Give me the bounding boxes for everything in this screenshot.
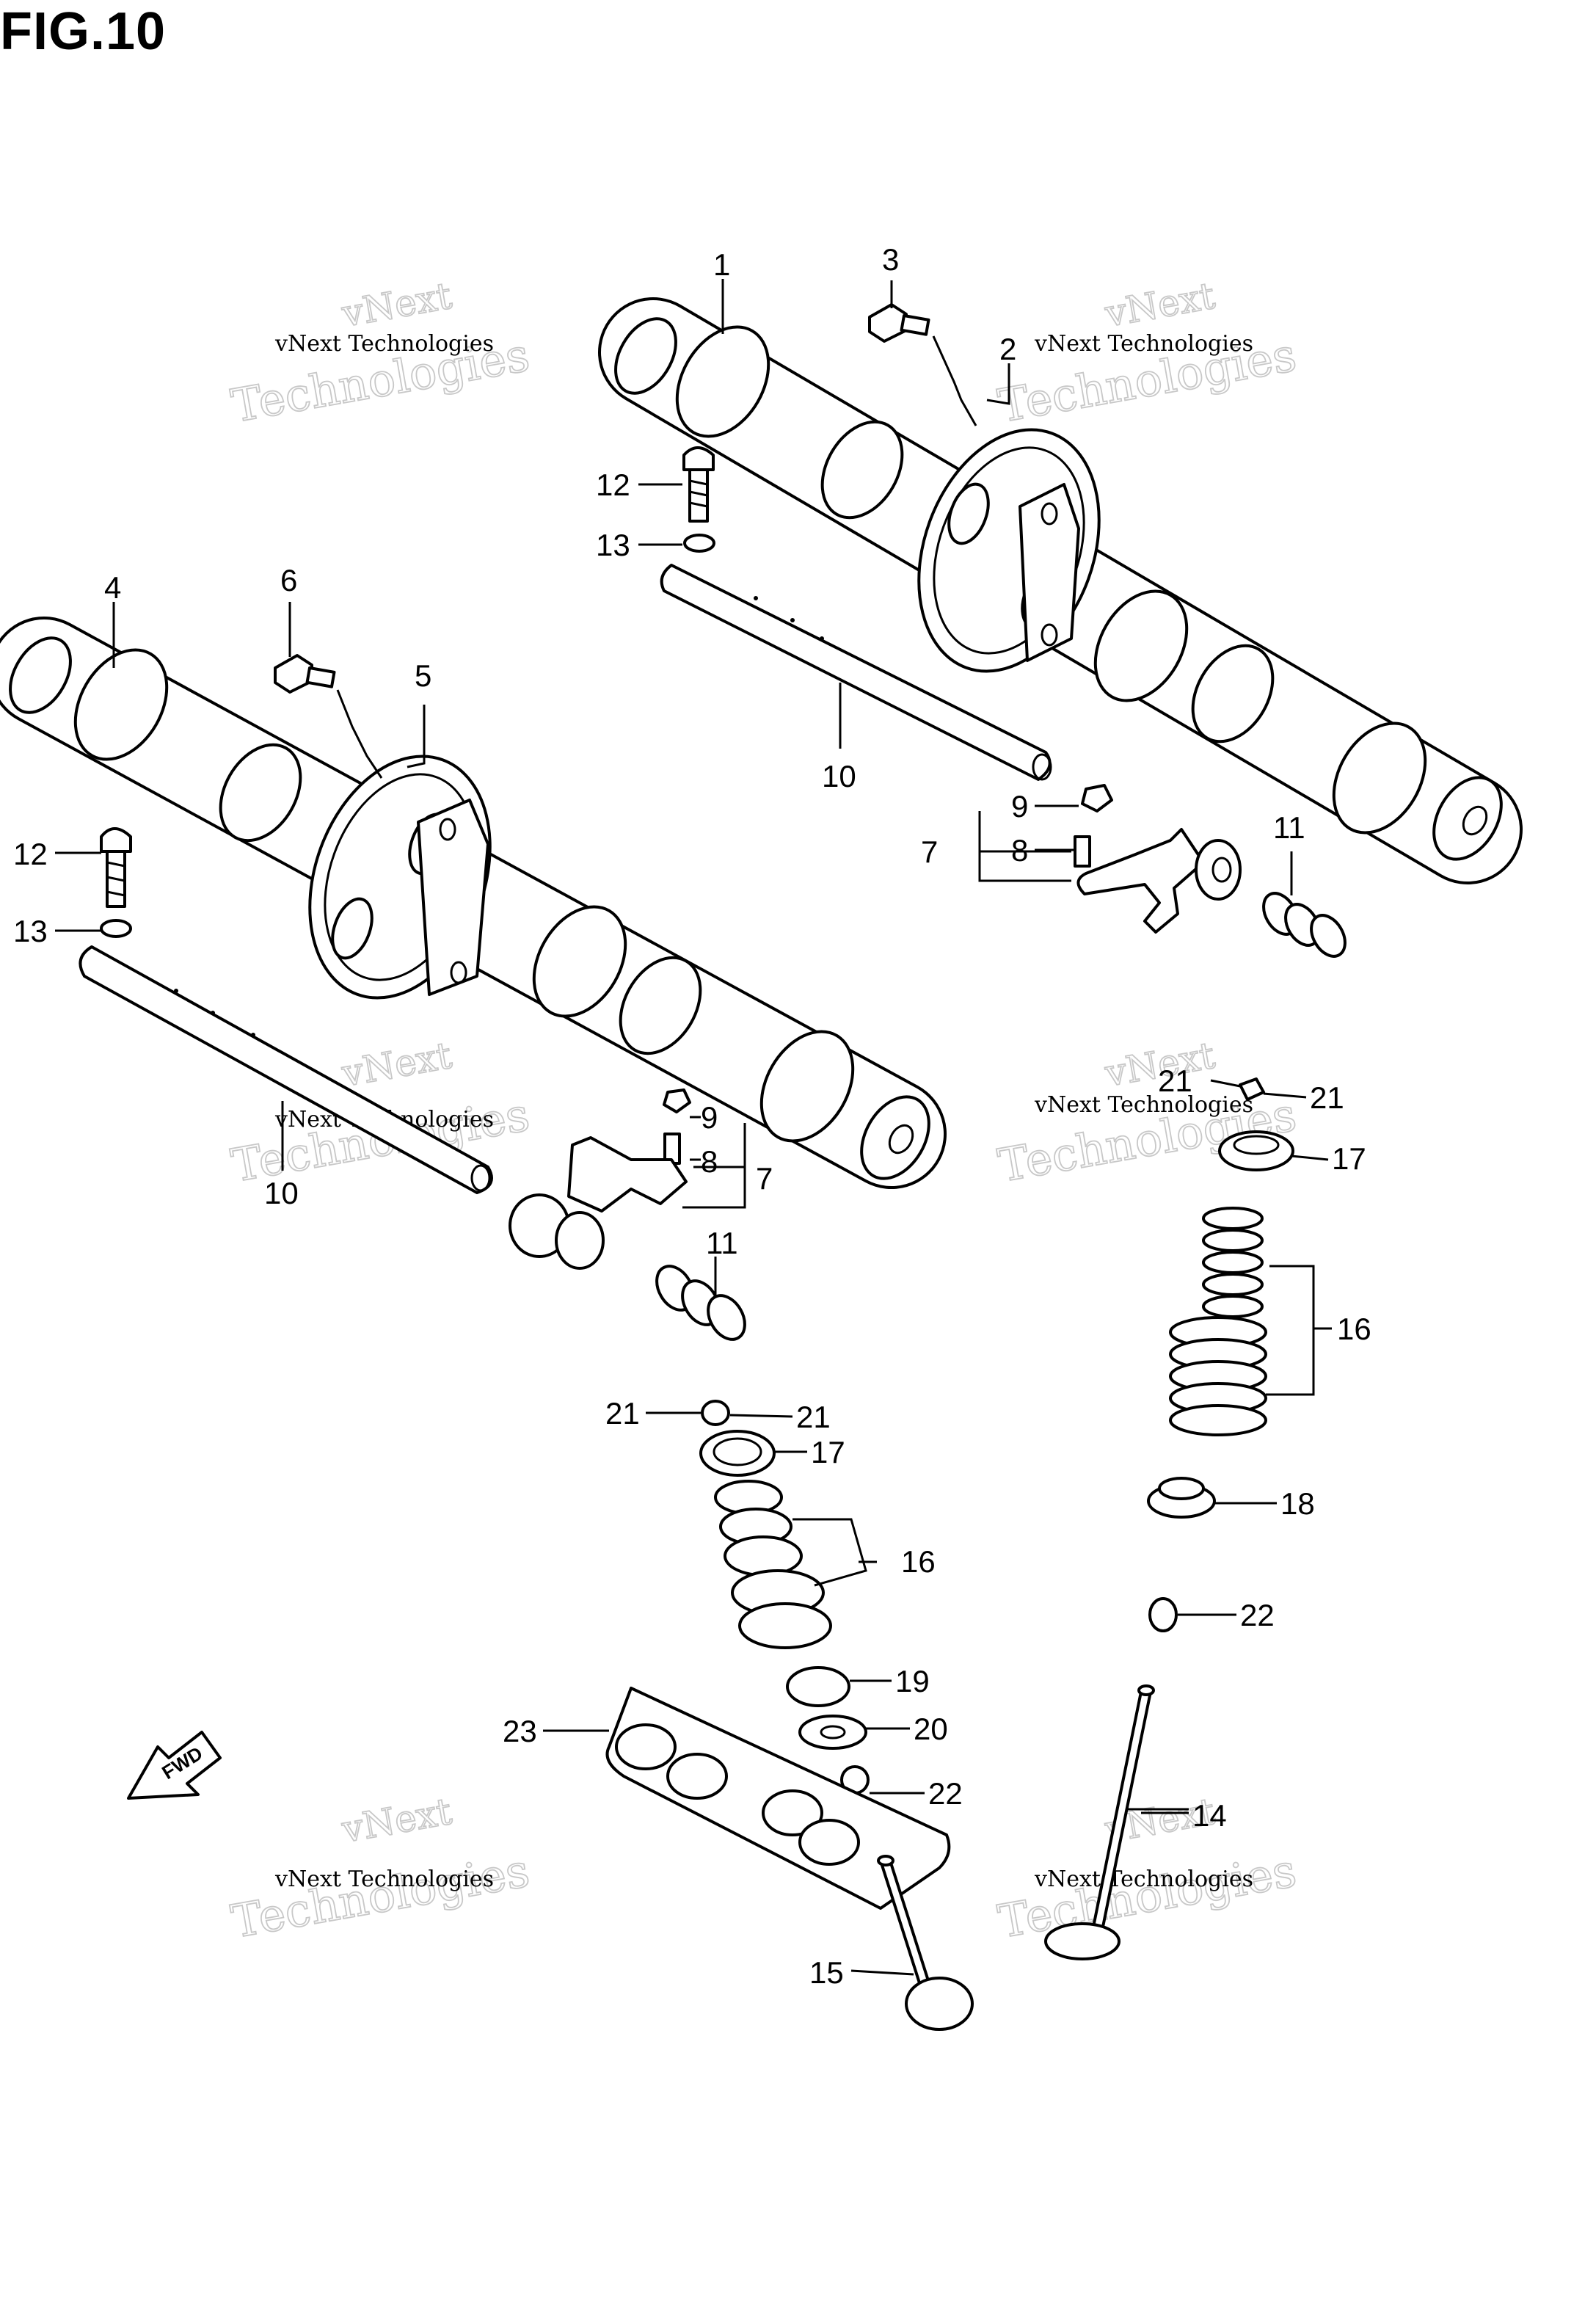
valve-seal-22-right [1148, 1597, 1178, 1632]
callout-11-upper: 11 [1273, 810, 1305, 845]
cam-journal [820, 420, 904, 520]
cotter-21-right [1239, 1077, 1265, 1101]
watermark-5: vNext Technologies vNext Technologies [227, 1789, 534, 1949]
callout-21-left-b: 21 [796, 1400, 831, 1434]
watermark-caption: vNext Technologies [274, 1866, 494, 1892]
callout-11-lower: 11 [706, 1226, 738, 1260]
callout-9-upper: 9 [1011, 789, 1028, 824]
watermark-large-technologies: Technologies [227, 1844, 533, 1949]
washer-13-lower [100, 919, 132, 938]
callout-16-left: 16 [901, 1544, 936, 1579]
callout-10-lower: 10 [264, 1176, 299, 1210]
watermark-2: vNext Technologies vNext Technologies [994, 274, 1301, 434]
callout-19: 19 [895, 1664, 930, 1698]
valve-15-intake [877, 1855, 974, 2031]
watermark-large-technologies: Technologies [994, 1844, 1300, 1949]
callout-2: 2 [999, 332, 1016, 366]
watermark-caption: vNext Technologies [1034, 1866, 1253, 1892]
callout-8-lower: 8 [701, 1144, 718, 1179]
callout-21-right-b: 21 [1310, 1080, 1344, 1115]
callout-10-upper: 10 [822, 759, 856, 793]
head-gasket-23 [605, 1687, 951, 1910]
callout-15: 15 [809, 1955, 844, 1990]
callout-17-right: 17 [1332, 1141, 1366, 1176]
rocker-arm-lower [509, 1088, 691, 1270]
camshaft-upper [598, 297, 1523, 884]
callout-18: 18 [1280, 1486, 1315, 1521]
watermark-1: vNext Technologies vNext Technologies [227, 274, 534, 434]
callout-13-upper: 13 [596, 528, 630, 562]
spring-11-lower [655, 1265, 746, 1341]
callout-21-right-a: 21 [1158, 1064, 1192, 1098]
cotter-21-left [701, 1400, 730, 1426]
callout-4: 4 [104, 570, 121, 605]
cam-lobe [1332, 721, 1427, 835]
callout-22-left: 22 [928, 1776, 963, 1811]
watermark-caption: vNext Technologies [1034, 1092, 1253, 1118]
callout-1: 1 [713, 247, 730, 282]
rocker-shaft-upper [660, 564, 1052, 781]
callout-7-upper: 7 [921, 835, 938, 869]
camshaft-end-right [1432, 776, 1503, 861]
cam-sprocket-upper [917, 428, 1101, 673]
rocker-shaft-lower [79, 945, 493, 1194]
washer-13-upper [683, 534, 715, 553]
sprocket-bolt-lower [274, 654, 336, 694]
callout-3: 3 [882, 242, 899, 277]
washer-20 [798, 1715, 867, 1750]
callout-7-lower: 7 [756, 1161, 773, 1196]
forward-arrow-icon: FWD [127, 1731, 222, 1800]
callout-20: 20 [914, 1712, 948, 1746]
callout-5: 5 [415, 658, 431, 693]
valve-stack-right [1044, 1077, 1294, 1960]
callout-12-lower: 12 [13, 837, 48, 871]
retainer-17-right [1218, 1130, 1294, 1171]
callout-23: 23 [503, 1714, 537, 1748]
cam-lobe [675, 325, 770, 438]
spring-16-right-inner [1202, 1207, 1264, 1318]
watermark-large-vnext: vNext [1101, 275, 1218, 335]
callout-17-left: 17 [811, 1435, 845, 1469]
bolt-12-lower [100, 827, 132, 938]
nut-9-lower [663, 1088, 691, 1113]
valve-14-exhaust [1044, 1684, 1155, 1960]
camshaft-end-left [614, 317, 677, 395]
figure-title: FIG.10 [0, 2, 167, 61]
nut-9-upper [1081, 784, 1113, 813]
bolt-12-upper [682, 446, 715, 553]
callout-13-lower: 13 [13, 914, 48, 948]
watermark-caption: vNext Technologies [1034, 331, 1253, 357]
callout-14: 14 [1192, 1798, 1227, 1833]
leader-lines [55, 279, 1332, 1976]
watermark-large-vnext: vNext [338, 1034, 455, 1095]
watermark-caption: vNext Technologies [274, 331, 494, 357]
cam-journal [1191, 644, 1275, 744]
callout-12-upper: 12 [596, 468, 630, 502]
camshaft-lower [0, 617, 947, 1189]
callout-8-upper: 8 [1011, 833, 1028, 868]
valve-stack-left [605, 1400, 974, 2031]
cam-sprocket-lower [308, 755, 492, 1000]
callouts: 1 2 3 4 5 6 7 7 8 8 9 9 10 10 11 11 12 1… [13, 242, 1371, 1990]
callout-16-right: 16 [1337, 1312, 1371, 1346]
spring-seat-19 [786, 1666, 850, 1707]
spring-16-right-outer [1169, 1316, 1267, 1436]
callout-21-left-a: 21 [605, 1396, 640, 1431]
cam-lobe [1093, 589, 1189, 702]
spring-16-left [714, 1480, 832, 1649]
callout-9-lower: 9 [701, 1100, 718, 1135]
watermark-large-vnext: vNext [338, 275, 455, 335]
watermark-large-vnext: vNext [338, 1790, 455, 1851]
spring-11-upper [1262, 892, 1347, 958]
sprocket-bolt-upper [868, 303, 930, 343]
screw-8-upper [1074, 835, 1091, 868]
rocker-arm-upper [1074, 784, 1242, 934]
callout-6: 6 [280, 563, 297, 597]
callout-22-right: 22 [1240, 1598, 1275, 1632]
